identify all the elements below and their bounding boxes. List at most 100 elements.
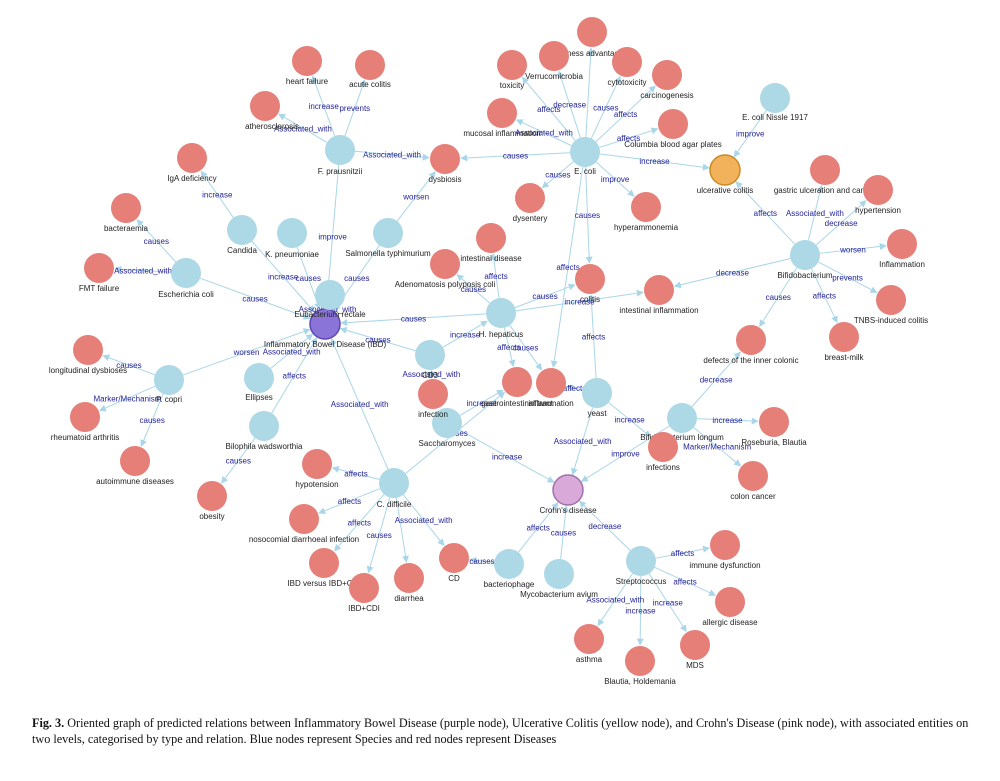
edge-hhep-gitract: [503, 327, 516, 368]
node-label: K. pneumoniae: [265, 250, 319, 259]
node-label: intestinal disease: [460, 254, 522, 263]
node-circle: [710, 530, 740, 560]
edge-label: improve: [736, 130, 765, 139]
node-hypot: hypotension: [295, 449, 339, 489]
node-bifilong: Bifidobacterium longum: [640, 403, 724, 442]
node-circle: [760, 83, 790, 113]
edge-label: affects: [556, 263, 579, 272]
node-circle: [876, 285, 906, 315]
node-label: Columbia blood agar plates: [624, 140, 721, 149]
edge-escher-ibd: [199, 277, 311, 320]
edge-label: decrease: [553, 100, 586, 109]
node-intdis: intestinal disease: [460, 223, 522, 263]
node-circle: [154, 365, 184, 395]
node-circle: [715, 587, 745, 617]
node-circle: [430, 249, 460, 279]
node-circle: [790, 240, 820, 270]
edge-bifido-defects: [759, 267, 798, 328]
node-label: Salmonella typhimurium: [345, 249, 431, 258]
node-verruco: Verrucomicrobia: [525, 41, 583, 81]
figure-caption: Fig. 3. Oriented graph of predicted rela…: [32, 715, 972, 747]
edge-label: improve: [318, 233, 347, 242]
edge-bifido-gastric: [807, 184, 824, 241]
node-circle: [302, 449, 332, 479]
edge-yeast-inflamm2: [565, 384, 583, 392]
node-diarrhea: diarrhea: [394, 563, 424, 603]
edge-label: causes: [116, 361, 141, 370]
edge-escher-fmt: [114, 265, 172, 273]
edge-ecoli-inflamm2: [550, 166, 584, 368]
edge-myco-cd_main: [560, 505, 570, 560]
node-kpneu: K. pneumoniae: [265, 218, 319, 259]
edge-label: causes: [545, 171, 570, 180]
node-label: Bifidobacterium: [777, 271, 832, 280]
edge-label: worsen: [233, 348, 260, 357]
node-label: TNBS-induced colitis: [854, 316, 928, 325]
edge-cd3-infection: [427, 369, 435, 379]
node-circle: [612, 47, 642, 77]
edge-bifilong-defects: [691, 351, 741, 408]
node-infection: infection: [418, 379, 448, 419]
edge-label: affects: [338, 497, 361, 506]
edge-escher-bacter: [136, 219, 177, 263]
node-bifido: Bifidobacterium: [777, 240, 833, 280]
edge-label: causes: [469, 557, 494, 566]
edge-hhep-adeno: [456, 274, 491, 304]
node-circle: [738, 461, 768, 491]
node-asthma: asthma: [574, 624, 604, 664]
node-circle: [626, 546, 656, 576]
node-label: Eubacterium rectale: [294, 310, 366, 319]
node-circle: [863, 175, 893, 205]
edge-cdiff-cdnode: [402, 494, 445, 547]
node-circle: [70, 402, 100, 432]
edge-label: decrease: [588, 522, 621, 531]
node-iga: IgA deficiency: [167, 143, 217, 183]
node-label: intestinal inflammation: [619, 306, 698, 315]
node-circle: [249, 411, 279, 441]
edge-label: increase: [653, 599, 684, 608]
edge-label: affects: [526, 523, 549, 532]
node-label: F. prausnitzii: [318, 167, 363, 176]
edge-label: increase: [492, 452, 523, 461]
edge-fpraus-acutecol: [344, 79, 366, 137]
edge-candida-iga: [200, 170, 234, 218]
node-uc: ulcerative colitis: [697, 154, 753, 195]
node-circle: [476, 223, 506, 253]
node-columbia: Columbia blood agar plates: [624, 109, 722, 149]
edge-label: increase: [202, 190, 233, 199]
node-circle: [355, 50, 385, 80]
edge-ecoli-fitness: [585, 47, 595, 138]
edge-label: Associated_with: [786, 209, 844, 218]
node-circle: [552, 474, 584, 506]
node-label: hypotension: [295, 480, 338, 489]
edge-ecoli-verruco: [557, 70, 581, 138]
edge-hhep-colitis: [514, 283, 576, 309]
node-escher: Escherichia coli: [158, 258, 214, 299]
node-label: diarrhea: [394, 594, 424, 603]
node-label: Blautia, Holdemania: [604, 677, 676, 686]
node-circle: [497, 50, 527, 80]
node-colitis: colitis: [575, 264, 605, 304]
node-circle: [73, 335, 103, 365]
node-label: CD: [448, 574, 460, 583]
edge-label: affects: [582, 332, 605, 341]
node-fmt: FMT failure: [79, 253, 120, 293]
node-label: dysentery: [513, 214, 548, 223]
edge-label: increase: [309, 102, 340, 111]
node-circle: [373, 218, 403, 248]
node-label: infections: [646, 463, 680, 472]
node-label: asthma: [576, 655, 603, 664]
node-breast: breast-milk: [824, 322, 865, 362]
node-myco: Mycobacterium avium: [520, 559, 598, 599]
node-circle: [631, 192, 661, 222]
edge-label: causes: [593, 103, 618, 112]
edge-ecoli-cytotox: [590, 75, 621, 139]
edge-label: worsen: [839, 246, 866, 255]
edge-bilo-obesity: [221, 437, 256, 484]
edge-candida-ibd: [251, 240, 315, 313]
node-bilo: Bilophila wadsworthia: [226, 411, 303, 451]
node-cytotox: cytotoxicity: [607, 47, 647, 87]
edge-ecoli-colitis: [585, 166, 593, 264]
edge-label: affects: [537, 105, 560, 114]
node-defects: defects of the inner colonic: [703, 325, 799, 365]
